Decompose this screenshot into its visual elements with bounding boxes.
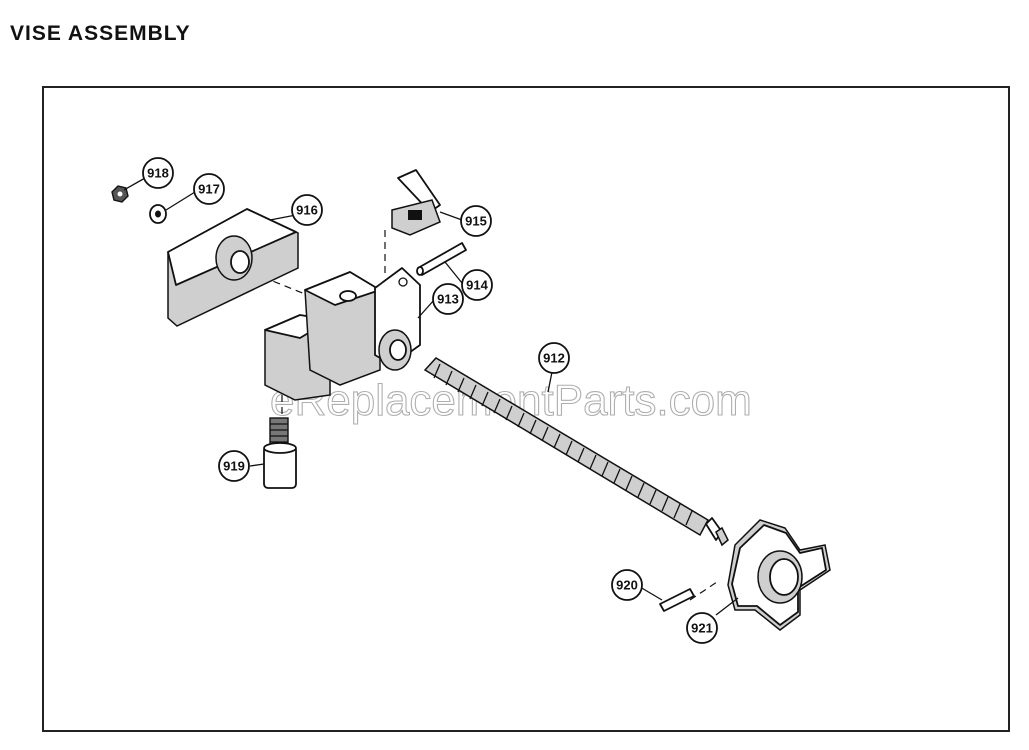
svg-text:919: 919 (223, 459, 245, 474)
leader-919 (249, 463, 265, 467)
leader-921 (715, 597, 739, 616)
callout-913: 913 (432, 283, 464, 315)
leader-920 (639, 586, 663, 601)
part-916-plate (167, 208, 299, 327)
callout-917: 917 (193, 173, 225, 205)
svg-text:920: 920 (616, 578, 638, 593)
leader-917 (165, 191, 196, 211)
leader-912 (547, 371, 553, 393)
callout-920: 920 (611, 569, 643, 601)
part-921-handwheel (727, 519, 831, 631)
part-915-clamp-lever (391, 169, 441, 236)
diagram-frame (42, 86, 1010, 732)
callout-918: 918 (142, 157, 174, 189)
part-914-pin (416, 242, 467, 276)
callout-914: 914 (461, 269, 493, 301)
part-920-roll-pin (659, 588, 695, 612)
svg-text:921: 921 (691, 621, 713, 636)
callout-919: 919 (218, 450, 250, 482)
page-title: VISE ASSEMBLY (10, 22, 191, 45)
svg-text:915: 915 (465, 214, 487, 229)
leader-918 (123, 177, 146, 191)
leader-915 (439, 211, 463, 221)
leader-916 (269, 214, 297, 221)
svg-text:913: 913 (437, 292, 459, 307)
svg-text:912: 912 (543, 351, 565, 366)
callout-916: 916 (291, 194, 323, 226)
svg-text:918: 918 (147, 166, 169, 181)
leader-914 (444, 261, 463, 284)
svg-text:917: 917 (198, 182, 220, 197)
part-913-vise-body (264, 267, 421, 401)
svg-text:914: 914 (466, 278, 488, 293)
svg-text:916: 916 (296, 203, 318, 218)
callout-915: 915 (460, 205, 492, 237)
callout-912: 912 (538, 342, 570, 374)
callout-921: 921 (686, 612, 718, 644)
alignment-line-pin (689, 579, 721, 601)
part-919-stud (263, 417, 297, 489)
part-917-washer (149, 204, 167, 224)
leader-913 (417, 299, 435, 319)
part-912-lead-screw (423, 357, 729, 547)
